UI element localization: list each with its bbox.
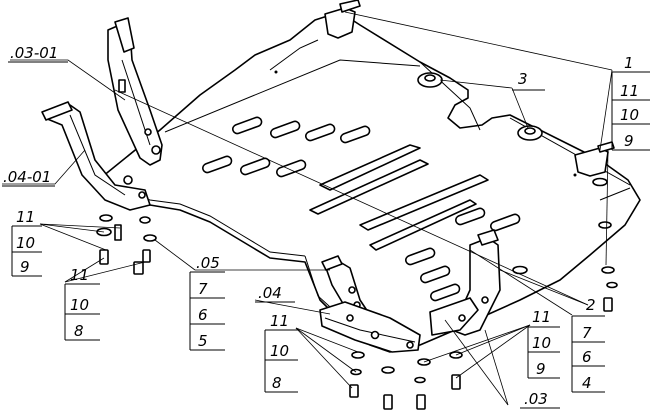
bracket-right (574, 141, 615, 177)
label-04-01: .04-01 (3, 168, 51, 186)
callout-stack-lines (11, 72, 613, 392)
label-3: 3 (518, 70, 528, 88)
label-03: .03 (524, 390, 548, 408)
label-7-right: 7 (582, 324, 592, 342)
label-2: 2 (586, 296, 596, 314)
label-9-left: 9 (20, 258, 30, 276)
label-9-bottom-right: 9 (536, 360, 546, 378)
bracket-03-01 (107, 17, 163, 166)
label-11-top-right: 11 (620, 82, 639, 100)
label-10-top-right: 10 (620, 106, 639, 124)
bracket-04-01 (41, 101, 151, 211)
label-4-right: 4 (582, 374, 592, 392)
label-6-right: 6 (582, 348, 592, 366)
bracket-top-center (324, 0, 361, 39)
label-03-01: .03-01 (10, 44, 58, 62)
fasteners-left (96, 214, 157, 275)
grommet-lower (517, 125, 543, 141)
main-skid-plate (91, 11, 641, 353)
label-11-left: 11 (16, 208, 35, 226)
label-10-left: 10 (16, 234, 35, 252)
label-9-top-right: 9 (624, 132, 634, 150)
bracket-03 (429, 229, 501, 336)
vent-slots (202, 116, 521, 302)
leader-lines (2, 11, 613, 406)
fasteners-right (601, 266, 618, 312)
label-8-bottom: 8 (272, 374, 282, 392)
label-6-center: 6 (198, 306, 208, 324)
label-7-center: 7 (198, 280, 208, 298)
label-1: 1 (624, 54, 634, 72)
label-5-center: 5 (198, 332, 208, 350)
label-10-bottom: 10 (270, 342, 289, 360)
label-11-bottom: 11 (270, 312, 289, 330)
callout-underlines (2, 61, 650, 409)
label-11-left-lower: 11 (70, 266, 89, 284)
label-11-bottom-right: 11 (532, 308, 551, 326)
bracket-04 (319, 301, 421, 353)
label-10-left-lower: 10 (70, 296, 89, 314)
label-04: .04 (258, 284, 282, 302)
label-10-bottom-right: 10 (532, 334, 551, 352)
callout-labels: .03-01 .04-01 1 11 10 9 3 11 10 9 11 10 … (3, 44, 639, 408)
grommet-upper (417, 72, 443, 88)
label-8-left-lower: 8 (74, 322, 84, 340)
label-05: .05 (196, 254, 220, 272)
fasteners-bottom (349, 351, 463, 410)
